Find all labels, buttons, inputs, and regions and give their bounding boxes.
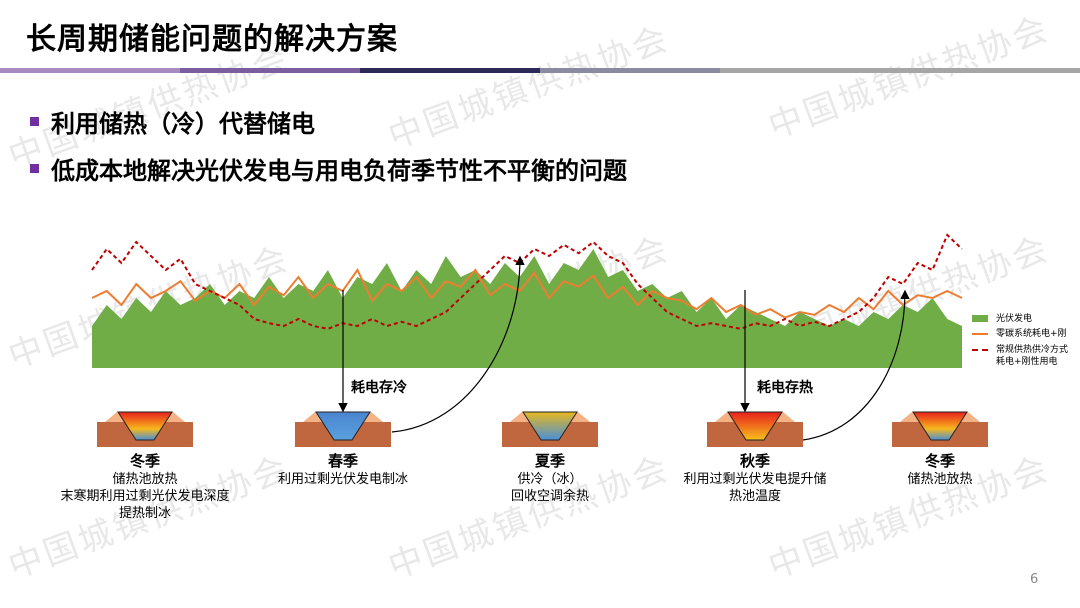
legend-swatch — [972, 349, 988, 351]
legend-item-conventional: 常规供热供冷方式耗电+刚性用电 — [972, 344, 1071, 368]
season-description: 储热池放热 — [907, 472, 973, 487]
storage-tank-icon — [295, 411, 391, 447]
season-description: 提热制冰 — [118, 506, 171, 521]
season-name: 秋季 — [739, 452, 770, 470]
season-3: 秋季利用过剩光伏发电提升储热池温度 — [665, 452, 845, 505]
legend-label: 常规供热供冷方式耗电+刚性用电 — [996, 345, 1069, 367]
storage-tank-icon — [97, 411, 193, 447]
season-name: 冬季 — [129, 452, 160, 470]
season-description: 储热池放热 — [112, 472, 178, 487]
series-pv-area — [92, 249, 962, 368]
bullet-item: 利用储热（冷）代替储电 — [30, 104, 315, 139]
bullet-text: 利用储热（冷）代替储电 — [51, 110, 315, 138]
legend-item-pv: 光伏发电 — [972, 313, 1032, 325]
season-2: 夏季供冷（冰） 回收空调余热 — [460, 452, 640, 505]
title-divider — [0, 68, 1080, 73]
legend-label: 光伏发电 — [996, 314, 1033, 324]
page-number: 6 — [1030, 572, 1039, 587]
legend-label: 零碳系统耗电+刚 — [996, 329, 1067, 339]
store-cold-label: 耗电存冷 — [351, 380, 407, 396]
chart-plot — [91, 233, 963, 368]
bullet-icon — [30, 117, 39, 126]
season-description: 利用过剩光伏发电制冰 — [277, 472, 408, 487]
store-heat-label: 耗电存热 — [757, 380, 813, 396]
season-description: 回收空调余热 — [510, 489, 589, 504]
bullet-icon — [30, 164, 39, 173]
series-conventional-line — [91, 233, 963, 330]
season-description: 末寒期利用过剩光伏发电深度 — [60, 489, 230, 504]
series-zero-carbon-line — [91, 268, 963, 319]
page-title: 长周期储能问题的解决方案 — [26, 22, 398, 57]
autumn-to-winter-arrow — [802, 289, 910, 441]
season-description: 热池温度 — [728, 489, 781, 504]
season-4: 冬季储热池放热 — [850, 452, 1030, 488]
legend-item-zero-carbon: 零碳系统耗电+刚 — [972, 328, 1067, 340]
storage-tank-icon — [892, 411, 988, 447]
season-1: 春季利用过剩光伏发电制冰 — [253, 452, 433, 488]
season-name: 冬季 — [924, 452, 955, 470]
storage-tank-icon — [502, 411, 598, 447]
legend-swatch — [972, 333, 988, 335]
storage-tank-icon — [707, 411, 803, 447]
season-0: 冬季储热池放热末寒期利用过剩光伏发电深度提热制冰 — [55, 452, 235, 522]
spring-to-summer-arrow — [391, 255, 525, 433]
bullet-text: 低成本地解决光伏发电与用电负荷季节性不平衡的问题 — [51, 157, 627, 185]
legend-swatch — [972, 315, 988, 322]
season-description: 利用过剩光伏发电提升储 — [683, 472, 827, 487]
season-description: 供冷（冰） — [517, 472, 583, 487]
bullet-item: 低成本地解决光伏发电与用电负荷季节性不平衡的问题 — [30, 151, 627, 186]
season-name: 春季 — [327, 452, 358, 470]
season-name: 夏季 — [534, 452, 565, 470]
